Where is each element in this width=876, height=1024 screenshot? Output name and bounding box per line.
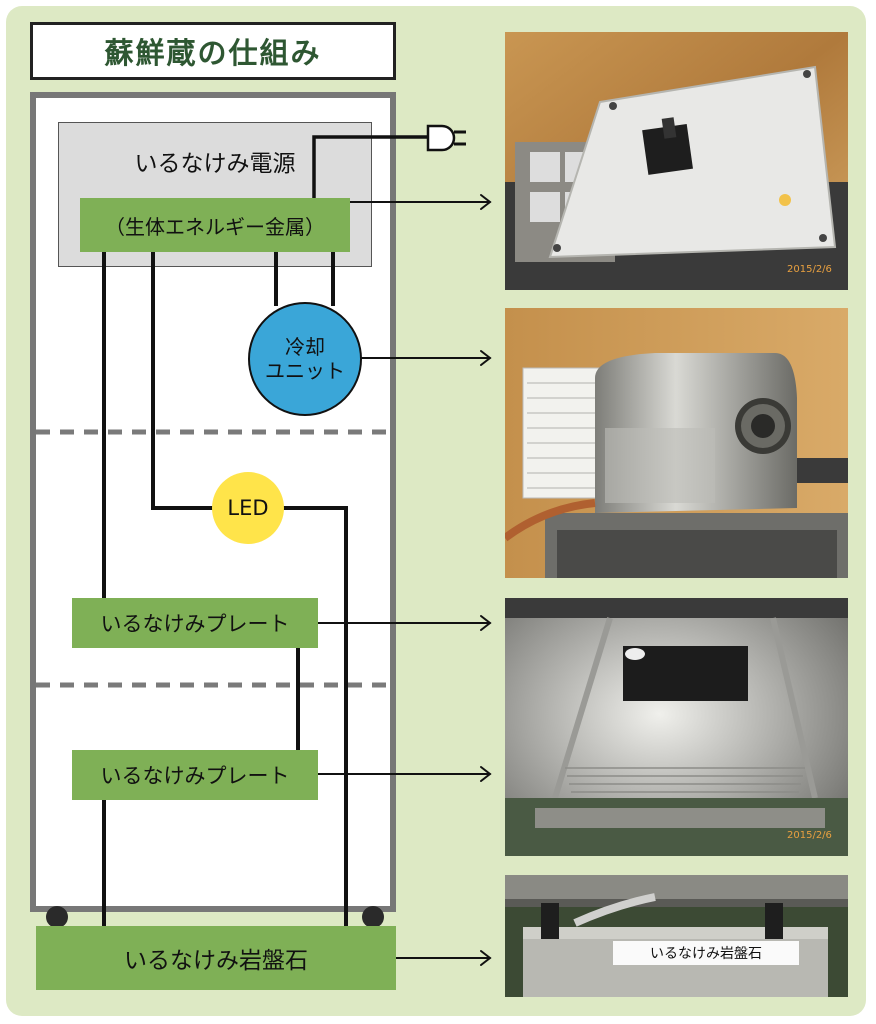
right-wheel bbox=[362, 906, 384, 928]
left-wheel bbox=[46, 906, 68, 928]
upper-plate-box: いるなけみプレート bbox=[72, 598, 318, 648]
rock-base-box: いるなけみ岩盤石 bbox=[36, 926, 396, 990]
cooling-unit-circle: 冷却 ユニット bbox=[248, 302, 362, 416]
power-supply-title: いるなけみ電源 bbox=[134, 151, 296, 177]
power-cord bbox=[312, 135, 430, 198]
cooling-unit-photo bbox=[505, 308, 848, 578]
lower-plate-box: いるなけみプレート bbox=[72, 750, 318, 800]
date-stamp: 2015/2/6 bbox=[787, 264, 832, 275]
fridge-interior-photo: 2015/2/6 bbox=[505, 598, 848, 856]
rock-sign-label: いるなけみ岩盤石 bbox=[650, 946, 762, 962]
power-supply-photo: 2015/2/6 bbox=[505, 32, 848, 290]
bio-energy-metal-box: （生体エネルギー金属） bbox=[80, 198, 350, 252]
rock-base-photo: いるなけみ岩盤石 bbox=[505, 875, 848, 997]
wire-led-to-rock bbox=[282, 506, 348, 926]
led-circle: LED bbox=[212, 472, 284, 544]
diagram-title: 蘇鮮蔵の仕組み bbox=[30, 22, 396, 80]
date-stamp: 2015/2/6 bbox=[787, 830, 832, 841]
plug-icon bbox=[426, 124, 466, 152]
wire-power-to-led bbox=[151, 252, 215, 510]
